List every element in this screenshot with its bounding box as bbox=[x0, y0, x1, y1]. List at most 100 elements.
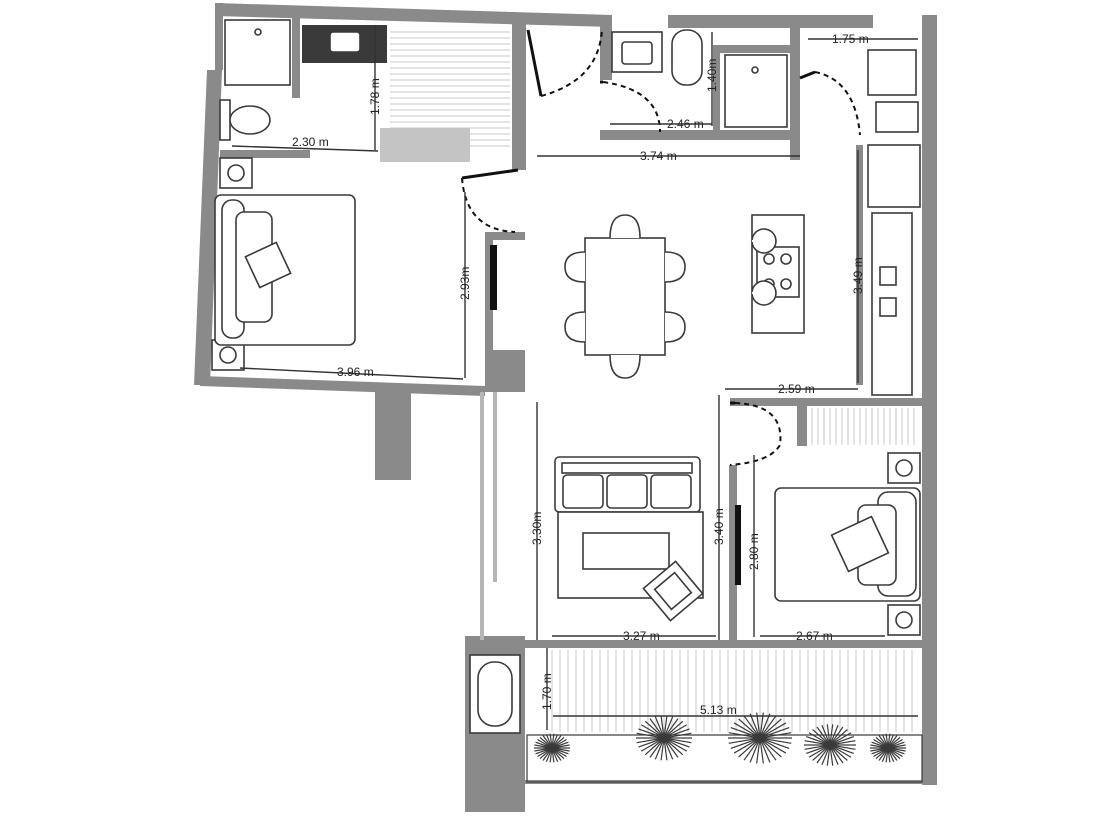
plant-leaf bbox=[743, 715, 761, 739]
lamp-icon bbox=[895, 611, 913, 629]
lamp-icon bbox=[219, 346, 237, 364]
plant-leaf bbox=[654, 737, 665, 760]
plant-leaf bbox=[759, 737, 787, 754]
wall-bath-divider bbox=[292, 18, 300, 98]
door-swing-bedroom1 bbox=[461, 177, 516, 233]
dim-living-depth: 3.30m bbox=[530, 512, 544, 545]
dining-chair bbox=[609, 214, 641, 239]
window-bedroom1 bbox=[485, 232, 525, 240]
closet-shelf bbox=[380, 128, 470, 162]
plant-leaf bbox=[759, 737, 792, 744]
plant-leaf bbox=[887, 747, 891, 763]
fridge bbox=[867, 144, 921, 208]
plant-leaf bbox=[663, 724, 687, 739]
plant-leaf bbox=[636, 732, 665, 739]
dim-kitchen-depth: 3.49 m bbox=[851, 257, 865, 294]
door-swing-closet bbox=[540, 27, 603, 97]
plant-leaf bbox=[806, 735, 831, 746]
plant-leaf bbox=[663, 718, 679, 739]
sink-left bbox=[329, 31, 361, 53]
dining-chair bbox=[664, 251, 686, 283]
column bbox=[375, 390, 411, 480]
plant-leaf bbox=[881, 734, 889, 749]
wall-top-right bbox=[668, 15, 873, 28]
plant-leaf bbox=[759, 715, 777, 739]
toilet-left bbox=[229, 105, 271, 135]
toilet-tank-left bbox=[219, 99, 231, 141]
wall-left-upper bbox=[215, 3, 223, 70]
wall-shower-top bbox=[720, 45, 795, 53]
plant-leaf bbox=[663, 737, 690, 748]
plant-leaf bbox=[663, 720, 684, 739]
plant-leaf bbox=[641, 724, 665, 739]
dim-hall-depth: 3.40 m bbox=[712, 508, 726, 545]
plant-leaf bbox=[887, 747, 895, 762]
plant-leaf bbox=[663, 737, 684, 756]
wall-bedroom1-right bbox=[485, 232, 493, 350]
plant-leaf bbox=[816, 744, 831, 764]
plant-leaf bbox=[829, 744, 834, 766]
plant-leaf bbox=[663, 728, 690, 739]
plant-leaf bbox=[885, 733, 889, 749]
dining-chair bbox=[564, 251, 586, 283]
plant-leaf bbox=[816, 726, 831, 746]
plant-leaf bbox=[759, 718, 782, 739]
plant-leaf bbox=[759, 737, 771, 763]
plant-leaf bbox=[887, 733, 891, 749]
walls bbox=[194, 3, 937, 812]
wall-bath-left-bottom bbox=[220, 150, 310, 158]
plant-leaf bbox=[829, 724, 839, 746]
lamp-icon bbox=[895, 459, 913, 477]
basin-mid bbox=[621, 41, 653, 65]
wall-right bbox=[922, 15, 937, 785]
plant-leaf bbox=[738, 737, 761, 758]
dining-chair bbox=[609, 354, 641, 379]
plant-leaf bbox=[759, 713, 771, 739]
plant-leaf bbox=[638, 737, 665, 748]
wall-closet-right bbox=[512, 20, 526, 170]
plant-leaf bbox=[738, 718, 761, 739]
wall-bath-mid-divider bbox=[713, 45, 720, 135]
plant-leaf bbox=[749, 737, 761, 763]
plant-leaf bbox=[641, 737, 665, 752]
stairs bbox=[390, 31, 915, 732]
kitchen-sink bbox=[879, 297, 897, 317]
plant-leaf bbox=[733, 737, 761, 754]
plant-leaf bbox=[756, 712, 761, 739]
plant-leaf bbox=[829, 744, 839, 766]
plant-leaf bbox=[649, 718, 665, 739]
coffee-table bbox=[582, 532, 670, 570]
plant-leaf bbox=[829, 726, 844, 746]
door-kitchen-bath bbox=[799, 70, 816, 80]
shower-drain-icon bbox=[751, 66, 759, 74]
wall-top-mid-stub bbox=[600, 15, 612, 80]
plant-leaf bbox=[759, 727, 790, 739]
plant-leaf bbox=[829, 744, 856, 750]
sofa-back bbox=[561, 462, 693, 474]
plant-leaf bbox=[542, 735, 553, 749]
plant-leaf bbox=[663, 732, 692, 739]
plant-leaf bbox=[829, 744, 844, 764]
plant-leaf bbox=[636, 737, 665, 744]
plant-leaf bbox=[663, 737, 668, 761]
plant-leaf bbox=[821, 724, 831, 746]
plant-leaf bbox=[644, 720, 665, 739]
wall-living-bedroom2 bbox=[729, 465, 737, 645]
dining-chair bbox=[564, 311, 586, 343]
plant-leaf bbox=[887, 747, 898, 761]
plant-leaf bbox=[812, 744, 831, 761]
plant-leaf bbox=[829, 732, 852, 746]
burner bbox=[763, 253, 775, 265]
sliding-door-bedroom2 bbox=[735, 505, 741, 585]
lamp-icon bbox=[227, 164, 245, 182]
plant-leaf bbox=[829, 744, 854, 755]
plant-leaf bbox=[829, 729, 848, 746]
plant-leaf bbox=[545, 734, 553, 749]
plant-leaf bbox=[663, 737, 687, 752]
burner bbox=[780, 278, 792, 290]
wall-bath-right bbox=[790, 25, 800, 160]
plant-leaf bbox=[821, 744, 831, 766]
plant-leaf bbox=[749, 713, 761, 739]
burner bbox=[780, 253, 792, 265]
